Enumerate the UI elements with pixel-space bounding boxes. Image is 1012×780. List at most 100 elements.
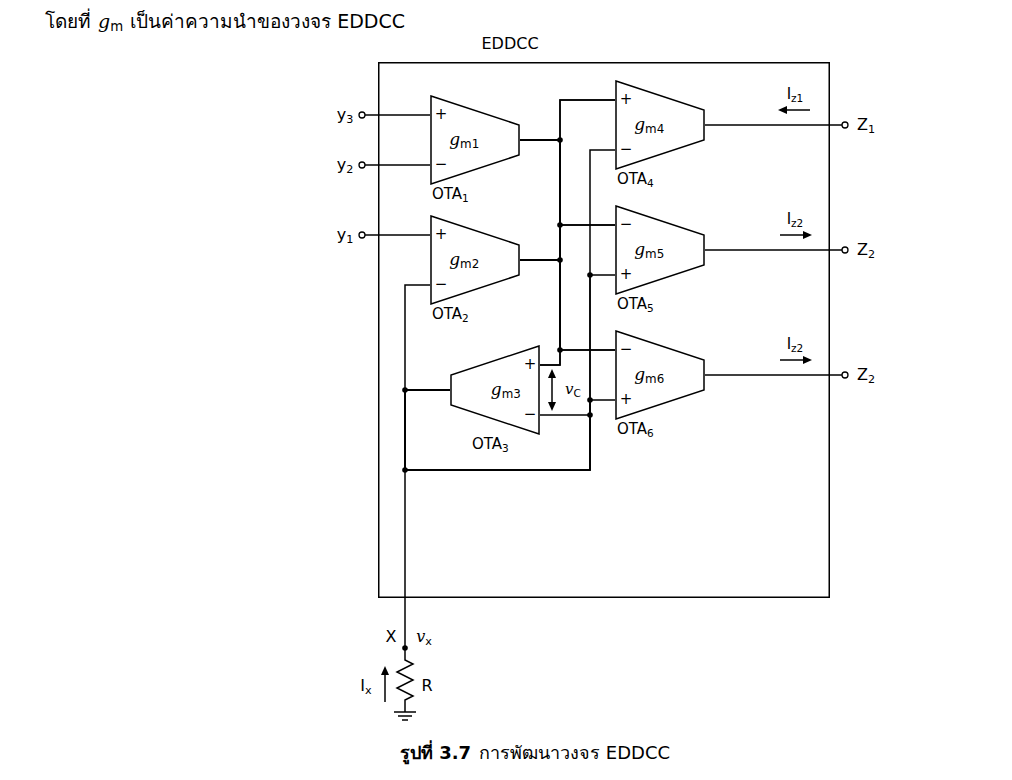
signal-wire <box>520 140 615 225</box>
arrow-head <box>778 106 787 114</box>
pin-name: Z2 <box>857 366 875 384</box>
symbol-subscript: 5 <box>647 302 654 314</box>
caption-text: การพัฒนาวงจร EDDCC <box>479 738 670 767</box>
body-text: เป็นค่าความนำของวงจร EDDCC <box>130 6 405 36</box>
input-sign: − <box>620 341 633 358</box>
ota-name: OTA4 <box>617 171 654 188</box>
symbol-subscript: 4 <box>647 177 654 189</box>
signal-wire <box>405 150 615 470</box>
symbol-main: Z <box>857 240 868 259</box>
text-line: โดยที่ gm เป็นค่าความนำของวงจร EDDCC <box>45 6 412 36</box>
input-sign: + <box>524 356 537 373</box>
voltage-label: vC <box>565 381 581 398</box>
symbol-subscript: 1 <box>346 233 353 246</box>
input-sign: − <box>524 406 537 423</box>
transconductance-label: gm2 <box>449 250 479 270</box>
symbol-main: g <box>634 364 645 384</box>
symbol-main: OTA <box>432 305 462 323</box>
pin-terminal <box>359 232 365 238</box>
symbol-subscript: z2 <box>791 217 803 229</box>
current-arrow <box>780 359 805 361</box>
resistor-symbol <box>397 652 413 712</box>
pin-terminal <box>842 122 848 128</box>
signal-wire <box>520 260 560 365</box>
body-text: โดยที่ <box>45 6 91 36</box>
feedback-wire <box>540 414 590 416</box>
input-sign: − <box>620 216 633 233</box>
current-label: Ix <box>360 677 371 695</box>
pin-name: y1 <box>337 226 354 244</box>
input-sign: + <box>435 226 448 243</box>
ota-name: OTA6 <box>617 421 654 438</box>
output-lead <box>705 124 842 126</box>
symbol-subscript: 1 <box>868 123 875 136</box>
input-sign: − <box>620 141 633 158</box>
input-lead <box>365 114 430 116</box>
block-title: EDDCC <box>481 35 538 53</box>
symbol-main: g <box>449 129 460 149</box>
ota-name: OTA3 <box>472 436 509 453</box>
symbol-main: v <box>565 380 573 398</box>
ota-outline <box>431 216 519 304</box>
input-sign: + <box>620 266 633 283</box>
input-sign: + <box>620 391 633 408</box>
symbol-subscript: 2 <box>462 312 469 324</box>
pin-name: Z1 <box>857 116 875 134</box>
symbol-subscript: 2 <box>868 248 875 261</box>
symbol-main: OTA <box>617 170 647 188</box>
pin-terminal <box>359 112 365 118</box>
input-sign: − <box>435 156 448 173</box>
symbol-subscript: 2 <box>868 373 875 386</box>
transconductance-label: gm6 <box>634 365 664 385</box>
symbol-subscript: m2 <box>460 257 479 271</box>
symbol-main: I <box>787 210 791 228</box>
ota-name: OTA2 <box>432 306 469 323</box>
symbol-main: g <box>634 239 645 259</box>
output-lead <box>705 374 842 376</box>
symbol-main: Z <box>857 365 868 384</box>
symbol-main: y <box>337 105 346 124</box>
symbol-subscript: m4 <box>645 122 664 136</box>
symbol-subscript: C <box>574 387 581 399</box>
ground-symbol <box>394 711 416 713</box>
symbol-subscript: z2 <box>791 342 803 354</box>
figure-number: รูปที่ 3.7 <box>400 738 471 767</box>
pin-terminal <box>359 162 365 168</box>
arrow-head <box>803 231 812 239</box>
signal-wire <box>520 100 615 140</box>
input-sign: + <box>620 91 633 108</box>
transconductance-label: gm3 <box>491 380 521 400</box>
pin-name: y3 <box>337 106 354 124</box>
symbol-subscript: 1 <box>462 192 469 204</box>
eddcc-block: EDDCCgm1OTA1gm2OTA2gm3OTA3gm4OTA4gm5OTA5… <box>378 62 830 598</box>
current-label: Iz1 <box>787 86 804 103</box>
current-label: Iz2 <box>787 336 804 353</box>
input-sign: + <box>435 106 448 123</box>
x-terminal-wire <box>404 470 406 652</box>
symbol-main: I <box>787 85 791 103</box>
ota-outline <box>616 206 704 294</box>
current-arrow <box>780 234 805 236</box>
ota-outline <box>451 346 539 434</box>
component-name: R <box>421 677 432 695</box>
symbol-main: OTA <box>432 185 462 203</box>
transconductance-label: gm1 <box>449 130 479 150</box>
symbol-main: Z <box>857 115 868 134</box>
symbol-main: g <box>98 10 110 32</box>
symbol-main: I <box>360 676 365 695</box>
current-arrow <box>785 109 810 111</box>
current-label: Iz2 <box>787 211 804 228</box>
symbol-main: v <box>416 627 425 646</box>
symbol-main: OTA <box>472 435 502 453</box>
ota-name: OTA1 <box>432 186 469 203</box>
voltage-label: vx <box>416 628 432 646</box>
pin-terminal <box>842 372 848 378</box>
symbol-main: y <box>337 225 346 244</box>
symbol-subscript: z1 <box>791 92 803 104</box>
math-symbol: gm <box>98 10 123 32</box>
junction-dot <box>402 645 408 651</box>
ota-name: OTA5 <box>617 296 654 313</box>
symbol-main: g <box>634 114 645 134</box>
symbol-main: OTA <box>617 295 647 313</box>
symbol-main: I <box>787 335 791 353</box>
